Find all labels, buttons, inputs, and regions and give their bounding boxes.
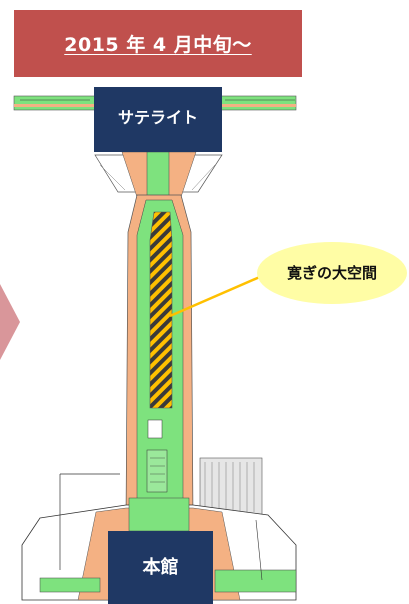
- relaxation-space-callout: 寛ぎの大空間: [257, 242, 407, 304]
- main-building-label: 本館: [108, 531, 213, 604]
- header-banner: 2015 年 4 月中旬〜: [14, 10, 302, 77]
- side-building: [199, 457, 263, 517]
- side-arrow-icon: [0, 284, 20, 360]
- header-title: 2015 年 4 月中旬〜: [64, 34, 252, 56]
- relaxation-space-hatch: [149, 211, 173, 409]
- callout-leader: [169, 274, 263, 318]
- satellite-label: サテライト: [94, 87, 222, 152]
- satellite-funnel: [94, 151, 223, 203]
- concourse: [125, 194, 194, 521]
